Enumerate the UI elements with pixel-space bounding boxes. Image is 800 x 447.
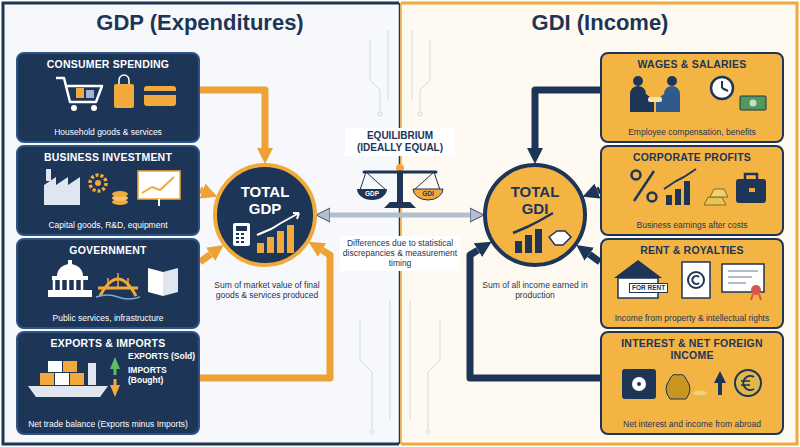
divider bbox=[400, 3, 402, 444]
definition-text: Sum of market value of final goods & ser… bbox=[214, 280, 320, 300]
gdp-icon bbox=[217, 167, 321, 271]
sub-label: IMPORTS (Bought) bbox=[128, 365, 198, 385]
note-text: Differences due to statistical discrepan… bbox=[340, 236, 460, 271]
box-caption: Employee compensation, benefits bbox=[608, 127, 776, 137]
circuit-lines bbox=[360, 30, 440, 434]
box-heading: RENT & ROYALTIES bbox=[608, 244, 776, 256]
circle-label: TOTAL GDI bbox=[499, 183, 571, 217]
box-caption: Income from property & intellectual righ… bbox=[608, 313, 776, 323]
box-heading: GOVERNMENT bbox=[24, 244, 192, 256]
flow-arrow bbox=[200, 254, 211, 262]
expenditure-box: EXPORTS & IMPORTSEXPORTS (Sold)IMPORTS (… bbox=[16, 331, 200, 435]
definition-text: Sum of all income earned in production bbox=[482, 280, 588, 300]
box-caption: Net trade balance (Exports minus Imports… bbox=[24, 419, 192, 429]
box-caption: Public services, infrastructure bbox=[24, 313, 192, 323]
balance-scale bbox=[357, 164, 443, 208]
pan-label: GDI bbox=[416, 190, 440, 198]
income-box: WAGES & SALARIES Employee compensation, b… bbox=[600, 52, 784, 143]
total-circle: TOTAL GDP bbox=[213, 163, 317, 267]
gdi-icon bbox=[487, 167, 591, 271]
flow-arrow bbox=[200, 90, 265, 148]
sub-label: EXPORTS (Sold) bbox=[128, 351, 198, 361]
expenditure-box: BUSINESS INVESTMENT Capital goods, R&D, e… bbox=[16, 145, 200, 236]
flow-arrow bbox=[200, 250, 330, 378]
flow-arrow bbox=[200, 187, 202, 195]
box-middle bbox=[608, 70, 776, 127]
box-caption: Net interest and income from abroad bbox=[608, 419, 776, 429]
equilibrium-heading: EQUILIBRIUM (IDEALLY EQUAL) bbox=[345, 128, 455, 156]
left-panel bbox=[2, 2, 400, 445]
expenditure-box: CONSUMER SPENDING Household goods & servi… bbox=[16, 52, 200, 143]
left-panel-border bbox=[3, 3, 399, 444]
expenditure-box: GOVERNMENT Public services, infrastructur… bbox=[16, 238, 200, 329]
box-middle bbox=[608, 361, 776, 419]
box-middle bbox=[24, 256, 192, 313]
pan-label: GDP bbox=[360, 190, 384, 198]
sign-text: FOR RENT bbox=[629, 283, 668, 293]
income-box: RENT & ROYALTIES FOR RENT Income from prop… bbox=[600, 238, 784, 329]
right-panel bbox=[400, 2, 798, 445]
circle-label: TOTAL GDP bbox=[229, 183, 301, 217]
box-middle bbox=[24, 70, 192, 127]
box-middle bbox=[608, 163, 776, 220]
box-caption: Business earnings after costs bbox=[608, 220, 776, 230]
box-middle: EXPORTS (Sold)IMPORTS (Bought) bbox=[24, 349, 192, 419]
flow-arrow bbox=[470, 250, 600, 378]
box-caption: Capital goods, R&D, equipment bbox=[24, 220, 192, 230]
box-heading: CORPORATE PROFITS bbox=[608, 151, 776, 163]
box-caption: Household goods & services bbox=[24, 127, 192, 137]
box-middle: FOR RENT bbox=[608, 256, 776, 313]
box-middle bbox=[24, 163, 192, 220]
divider bbox=[399, 3, 401, 444]
flow-arrow bbox=[589, 254, 600, 262]
box-heading: BUSINESS INVESTMENT bbox=[24, 151, 192, 163]
box-heading: EXPORTS & IMPORTS bbox=[24, 337, 192, 349]
box-heading: INTEREST & NET FOREIGN INCOME bbox=[608, 337, 776, 361]
income-box: INTEREST & NET FOREIGN INCOME Net interes… bbox=[600, 331, 784, 435]
box-heading: WAGES & SALARIES bbox=[608, 58, 776, 70]
panel-title: GDP (Expenditures) bbox=[20, 10, 380, 36]
panel-title: GDI (Income) bbox=[420, 10, 780, 36]
equality-arrow bbox=[330, 213, 470, 218]
total-circle: TOTAL GDI bbox=[483, 163, 587, 267]
right-panel-border bbox=[401, 3, 797, 444]
box-heading: CONSUMER SPENDING bbox=[24, 58, 192, 70]
income-box: CORPORATE PROFITS Business earnings after… bbox=[600, 145, 784, 236]
flow-arrow bbox=[535, 90, 600, 148]
